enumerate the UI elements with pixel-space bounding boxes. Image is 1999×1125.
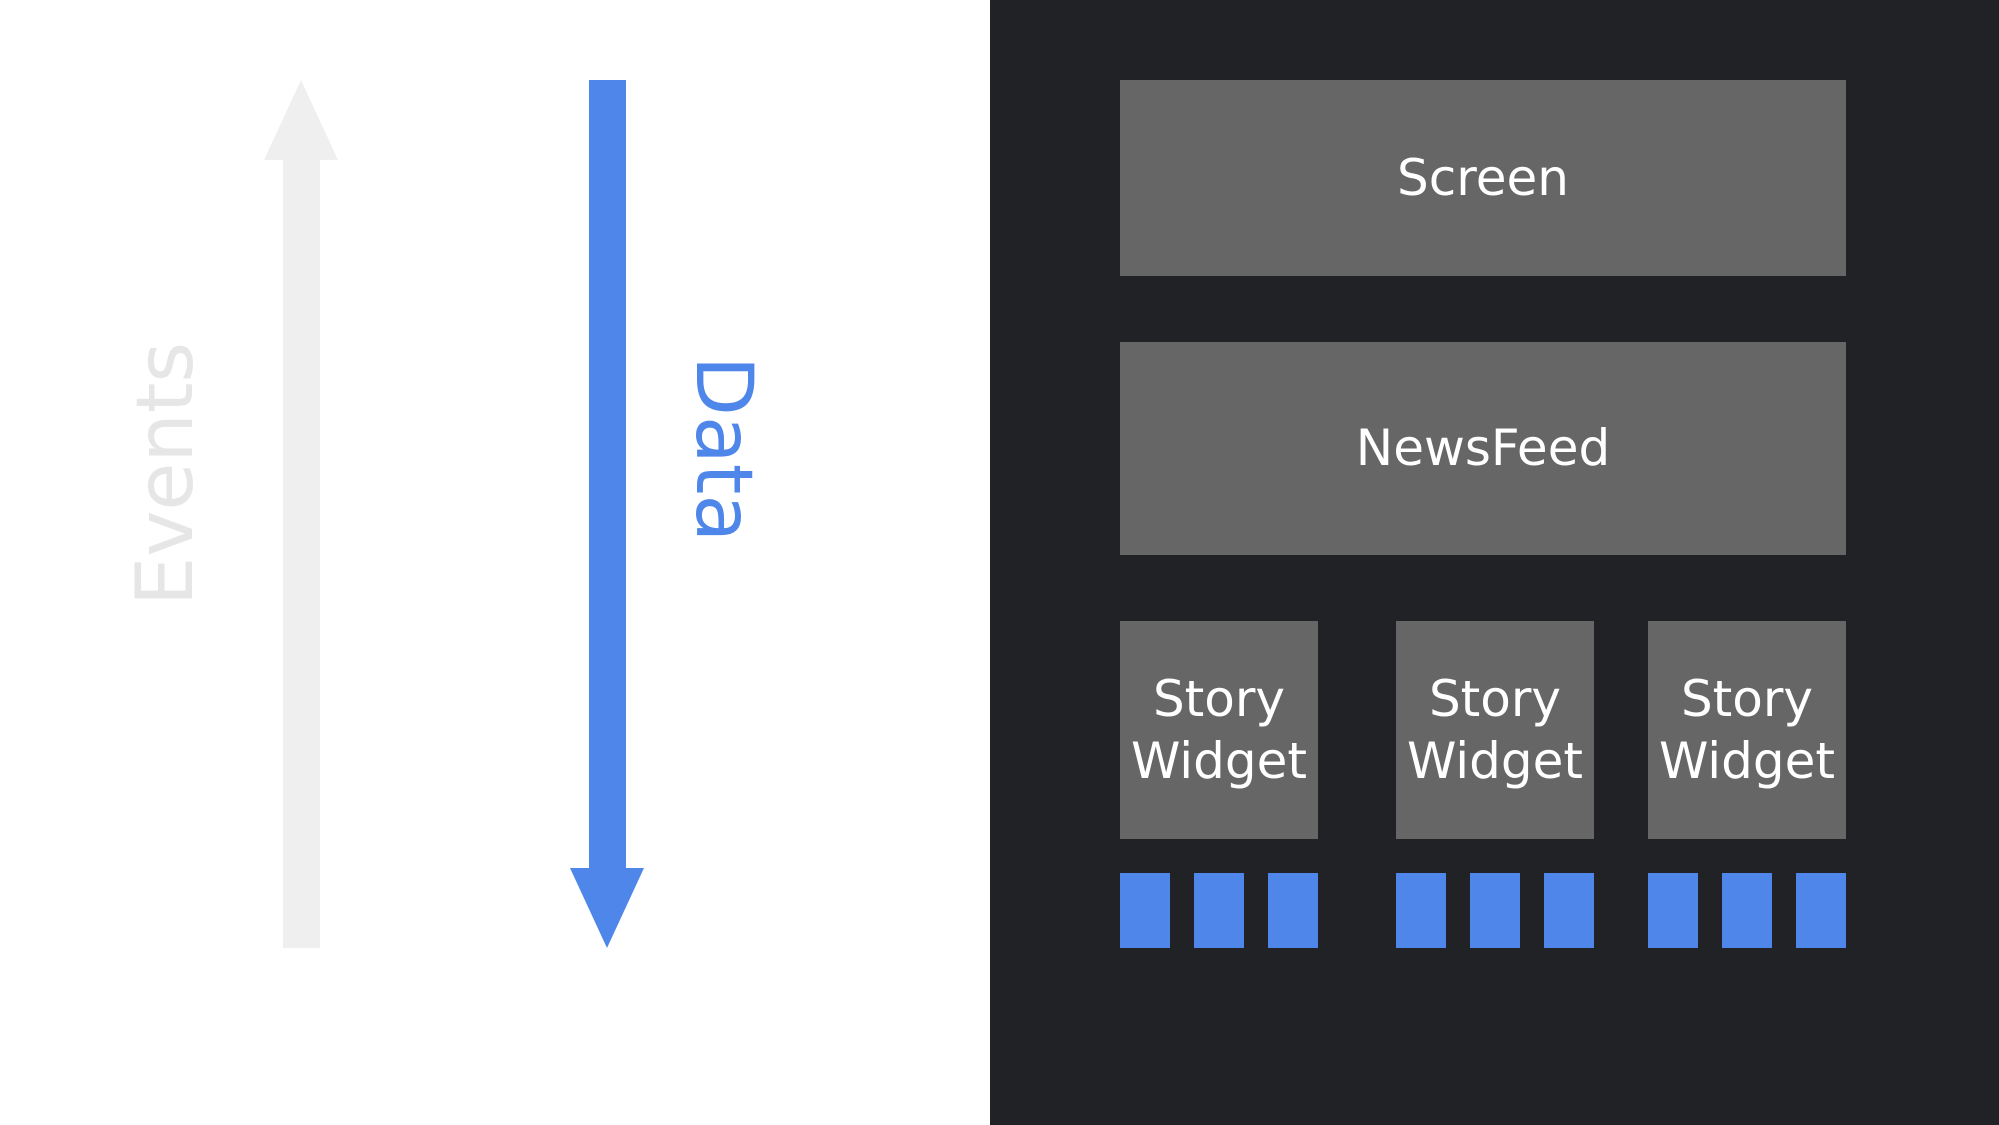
data-arrow-down-icon <box>570 80 644 948</box>
leaf-widget-square <box>1268 873 1318 948</box>
leaf-widget-square <box>1396 873 1446 948</box>
story-widget-label-line1: Story <box>1428 669 1562 728</box>
story-widget-label-line2: Widget <box>1130 732 1308 790</box>
story-widget-label-line2: Widget <box>1406 732 1584 790</box>
leaf-widget-square <box>1194 873 1244 948</box>
story-widget-box: Story Widget <box>1120 621 1318 839</box>
newsfeed-label: NewsFeed <box>1355 419 1611 478</box>
story-widget-box: Story Widget <box>1396 621 1594 839</box>
events-label: Events <box>121 341 211 607</box>
newsfeed-box: NewsFeed <box>1120 342 1846 555</box>
flow-panel <box>0 0 990 1125</box>
story-widget-label-line2: Widget <box>1658 732 1836 790</box>
leaf-widget-square <box>1722 873 1772 948</box>
story-widget-label: Story Widget <box>1659 668 1835 793</box>
story-widget-box: Story Widget <box>1648 621 1846 839</box>
leaf-widget-square <box>1470 873 1520 948</box>
leaf-widget-square <box>1544 873 1594 948</box>
screen-label: Screen <box>1397 148 1569 207</box>
story-widget-label: Story Widget <box>1407 668 1583 793</box>
story-widget-label: Story Widget <box>1131 668 1307 793</box>
leaf-widget-square <box>1120 873 1170 948</box>
events-arrow-up-icon <box>264 80 338 948</box>
leaf-widget-square <box>1648 873 1698 948</box>
story-widget-label-line1: Story <box>1152 669 1286 728</box>
screen-box: Screen <box>1120 80 1846 276</box>
leaf-widget-square <box>1796 873 1846 948</box>
data-label: Data <box>678 355 768 543</box>
story-widget-label-line1: Story <box>1680 669 1814 728</box>
